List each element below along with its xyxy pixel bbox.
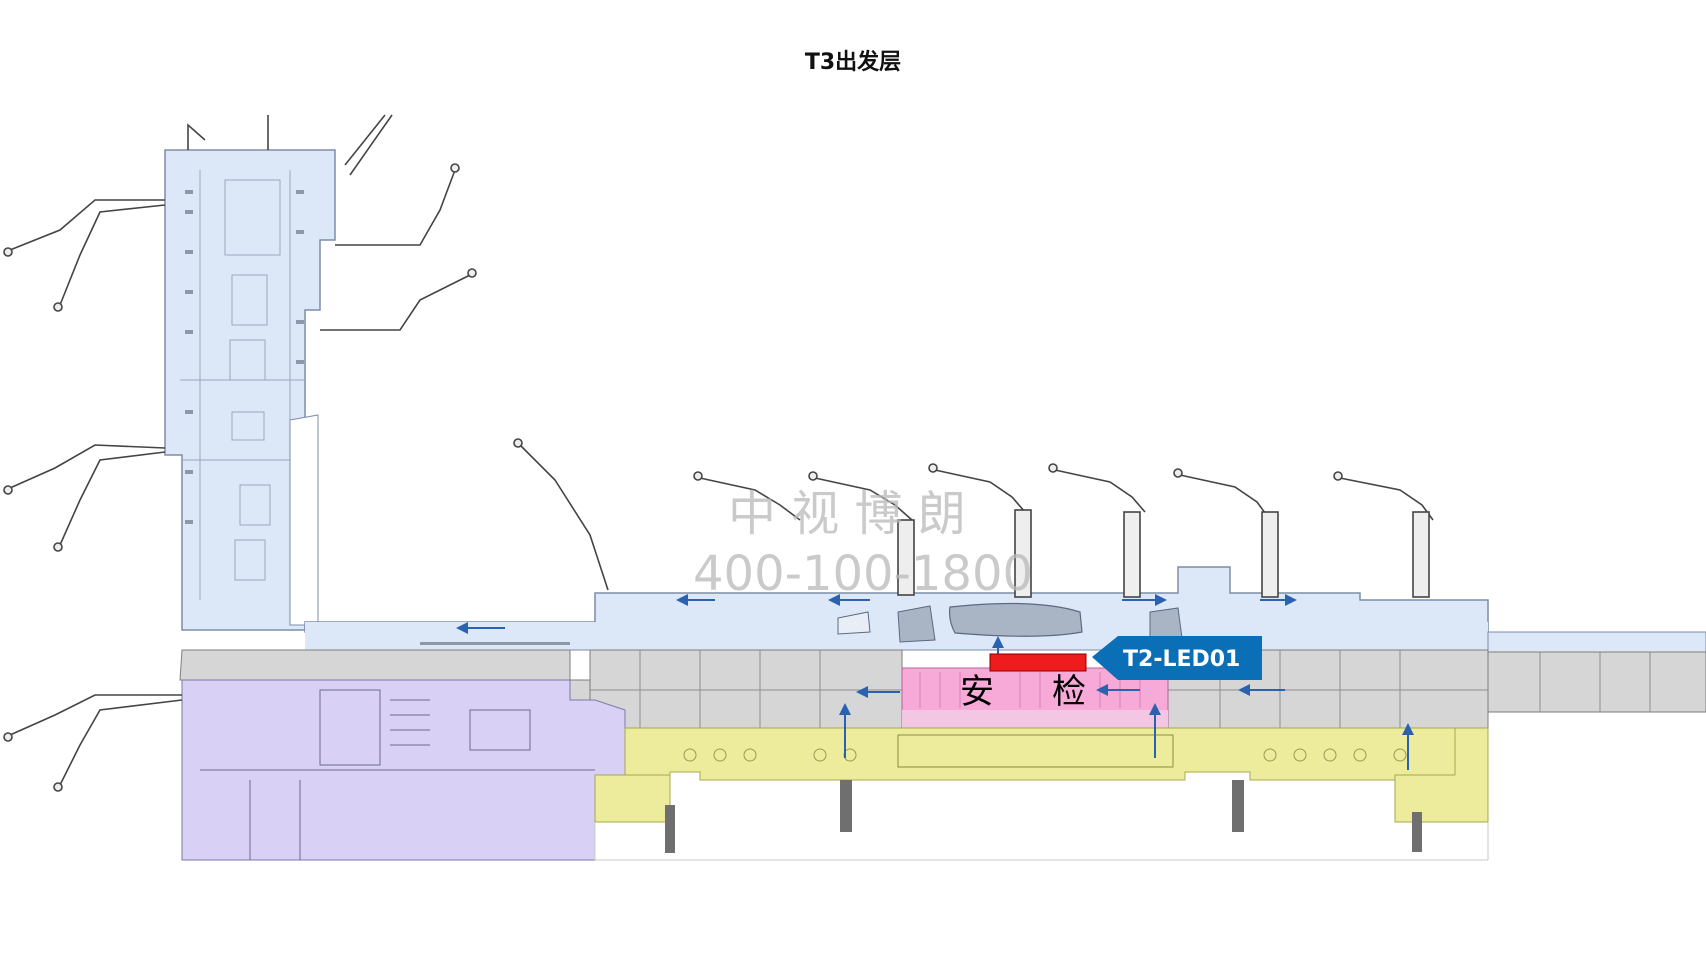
escalators (665, 780, 1422, 853)
security-label-right: 检 (1052, 672, 1086, 712)
security-label-left: 安 (960, 672, 994, 712)
led-marker[interactable] (989, 653, 1087, 672)
baggage-zone (181, 679, 626, 861)
office-zone (179, 649, 1706, 729)
watermark-name: 中 视 博 朗 (728, 486, 966, 542)
watermark-phone: 400-100-1800 (693, 546, 1033, 602)
checkin-zone (594, 727, 1489, 823)
jet-bridges (3, 114, 1434, 792)
flow-arrow-icon (456, 594, 1414, 770)
apron (594, 822, 1489, 861)
north-pier (164, 149, 336, 631)
callout-label: T2-LED01 (1123, 647, 1240, 672)
security-zone: 安 检 (901, 667, 1169, 729)
page-title: T3出发层 (804, 50, 902, 75)
led-callout[interactable]: T2-LED01 (1092, 636, 1262, 680)
